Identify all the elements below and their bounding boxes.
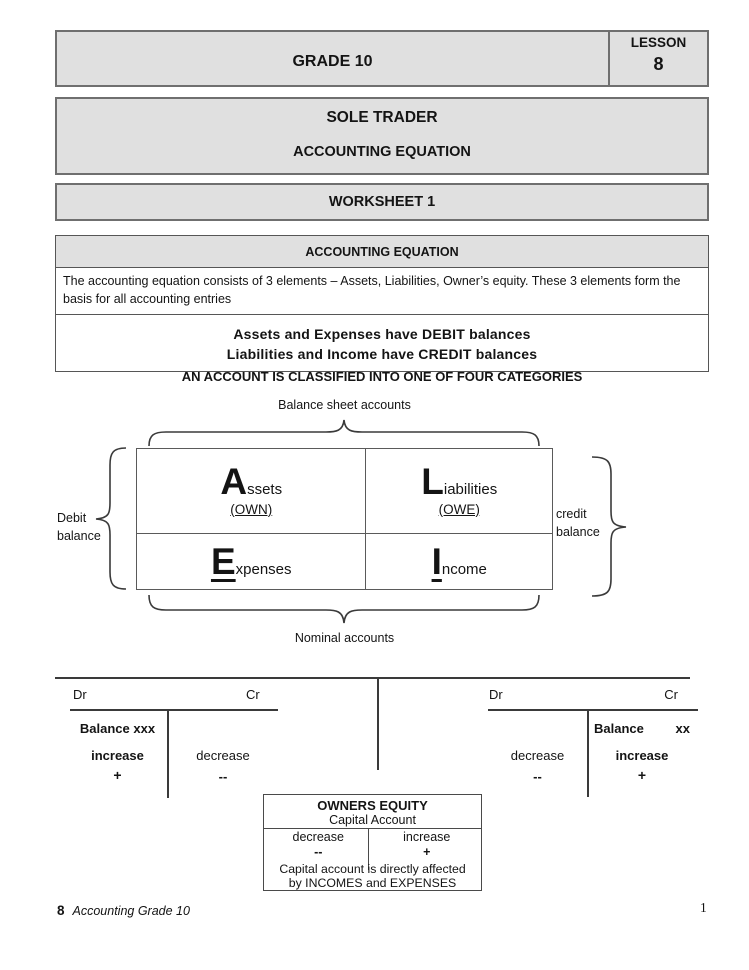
income-initial: I: [431, 540, 442, 582]
oe-increase: increase: [403, 830, 451, 844]
oe-plus-sign: +: [423, 845, 431, 859]
owners-equity-columns: decrease -- increase +: [264, 829, 482, 870]
title-box: SOLE TRADER ACCOUNTING EQUATION: [55, 97, 709, 175]
left-t-dr-label: Dr: [73, 687, 87, 702]
owners-equity-debit-column: decrease --: [264, 829, 373, 862]
equation-section-heading: ACCOUNTING EQUATION: [56, 236, 708, 268]
right-t-increase: increase: [615, 748, 669, 763]
lesson-number: 8: [653, 54, 664, 74]
income-rest: ncome: [441, 560, 487, 578]
t-accounts-top-rule: [55, 677, 690, 679]
assets-rest: ssets: [247, 480, 283, 498]
expenses-initial: E: [210, 540, 236, 582]
owners-equity-note: Capital account is directly affected by …: [264, 862, 481, 890]
credit-balance-label: credit balance: [556, 505, 600, 541]
footer-book-title: Accounting Grade 10: [72, 904, 190, 918]
capital-account-subtitle: Capital Account: [264, 813, 481, 829]
categories-heading: AN ACCOUNT IS CLASSIFIED INTO ONE OF FOU…: [181, 369, 583, 384]
accounting-equation-section: ACCOUNTING EQUATION The accounting equat…: [55, 235, 709, 373]
right-t-minus-sign: --: [533, 769, 542, 784]
expenses-rest: xpenses: [235, 560, 292, 578]
left-t-increase: increase: [91, 748, 144, 763]
worksheet-title-box: WORKSHEET 1: [55, 183, 709, 221]
left-t-bar: [70, 709, 278, 711]
balance-sheet-accounts-label: Balance sheet accounts: [278, 398, 411, 412]
footer: 8 Accounting Grade 10: [57, 903, 190, 918]
owners-equity-title: OWNERS EQUITY: [317, 798, 428, 813]
liabilities-rest: iabilities: [443, 480, 498, 498]
right-t-stem: [587, 710, 589, 797]
equation-section-body: The accounting equation consists of 3 el…: [56, 268, 708, 316]
right-t-plus-sign: +: [637, 767, 647, 783]
right-t-decrease: decrease: [510, 748, 565, 763]
assets-initial: A: [220, 460, 248, 502]
oe-note-line1: Capital account is directly affected: [279, 862, 466, 876]
right-t-dr-label: Dr: [489, 687, 503, 702]
lesson-label: LESSON: [630, 35, 687, 50]
owners-equity-box: OWNERS EQUITY Capital Account decrease -…: [263, 794, 482, 891]
top-brace: [148, 419, 540, 447]
credit-label-line2: balance: [556, 525, 600, 539]
bottom-brace: [148, 594, 540, 624]
oe-note-line2: by INCOMES and EXPENSES: [288, 876, 457, 890]
assets-note: (OWN): [230, 501, 273, 517]
left-t-plus-sign: +: [113, 767, 122, 783]
debit-balance-label: Debit balance: [57, 509, 101, 545]
page-number: 1: [700, 900, 707, 915]
right-brace: [591, 456, 627, 597]
credit-rule: Liabilities and Income have CREDIT balan…: [226, 346, 538, 363]
lesson-box: LESSON 8: [608, 32, 707, 85]
liabilities-initial: L: [421, 460, 444, 502]
right-t-cr-label: Cr: [664, 687, 678, 702]
grade-header-box: GRADE 10 LESSON 8: [55, 30, 709, 87]
grade-title: GRADE 10: [292, 52, 373, 70]
right-t-balance: Balance xx: [589, 721, 695, 736]
owners-equity-divider: [368, 829, 370, 870]
nominal-accounts-label: Nominal accounts: [294, 631, 395, 645]
t-accounts-center-divider: [377, 678, 379, 770]
left-t-decrease: decrease: [196, 748, 250, 763]
topic-subtitle: ACCOUNTING EQUATION: [293, 144, 471, 160]
owners-equity-credit-column: increase +: [373, 829, 482, 862]
left-brace: [95, 447, 127, 590]
oe-minus-sign: --: [314, 845, 323, 859]
right-t-bar: [488, 709, 698, 711]
right-t-balance-amount: xx: [675, 721, 690, 736]
debit-label-line2: balance: [57, 529, 101, 543]
left-t-cr-label: Cr: [246, 687, 260, 702]
debit-rule: Assets and Expenses have DEBIT balances: [233, 326, 531, 343]
liabilities-note: (OWE): [438, 501, 480, 517]
topic-title: SOLE TRADER: [326, 109, 438, 126]
oe-decrease: decrease: [292, 830, 344, 844]
balance-rules: Assets and Expenses have DEBIT balances …: [56, 315, 708, 371]
credit-label-line1: credit: [556, 507, 587, 521]
left-t-balance: Balance xxx: [79, 721, 156, 736]
left-t-stem: [167, 710, 169, 798]
right-t-balance-word: Balance: [594, 721, 644, 736]
worksheet-title: WORKSHEET 1: [328, 194, 436, 210]
footer-lesson-number: 8: [57, 903, 65, 918]
debit-label-line1: Debit: [57, 511, 87, 525]
left-t-minus-sign: --: [218, 769, 228, 784]
